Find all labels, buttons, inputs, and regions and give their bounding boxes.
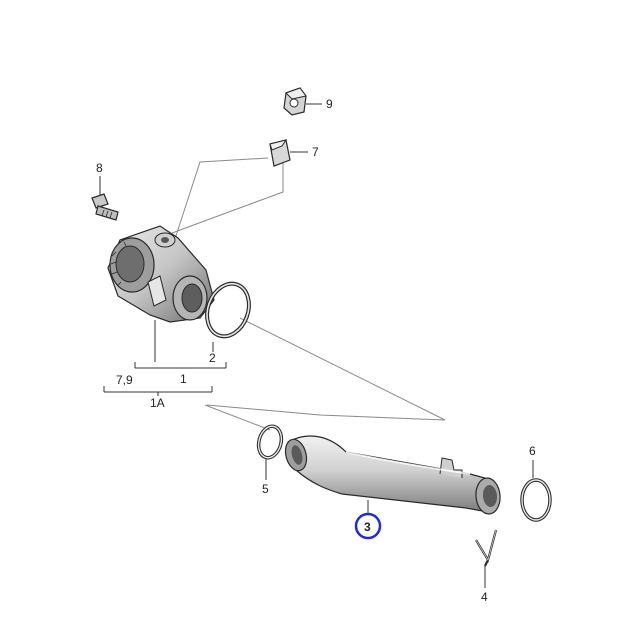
callout-8: 8	[96, 161, 103, 175]
part-9-bracket-clip[interactable]	[283, 87, 307, 116]
part-1-thermostat-housing[interactable]	[107, 225, 215, 323]
part-8-bolt[interactable]	[91, 193, 119, 221]
callout-9: 9	[326, 97, 333, 111]
callout-1a: 1A	[150, 396, 165, 410]
part-4-retaining-clip[interactable]	[475, 529, 498, 567]
part-5-o-ring[interactable]	[255, 424, 285, 461]
callout-2: 2	[209, 351, 216, 365]
callout-brackets	[103, 320, 227, 396]
callout-6: 6	[529, 444, 536, 458]
callout-4: 4	[481, 590, 488, 604]
callout-1: 1	[180, 372, 187, 386]
part-7-sleeve[interactable]	[269, 139, 291, 167]
callout-7-9: 7,9	[116, 373, 133, 387]
part-2-gasket[interactable]	[200, 278, 256, 342]
highlight-ring	[354, 512, 382, 540]
part-6-o-ring[interactable]	[520, 478, 552, 522]
callout-3: 3	[364, 520, 371, 534]
callout-5: 5	[262, 482, 269, 496]
part-3-coolant-pipe[interactable]	[282, 435, 501, 515]
callout-3-highlight[interactable]: 3	[354, 512, 382, 540]
callout-7: 7	[312, 145, 319, 159]
assembly-guide-lines	[171, 140, 446, 431]
